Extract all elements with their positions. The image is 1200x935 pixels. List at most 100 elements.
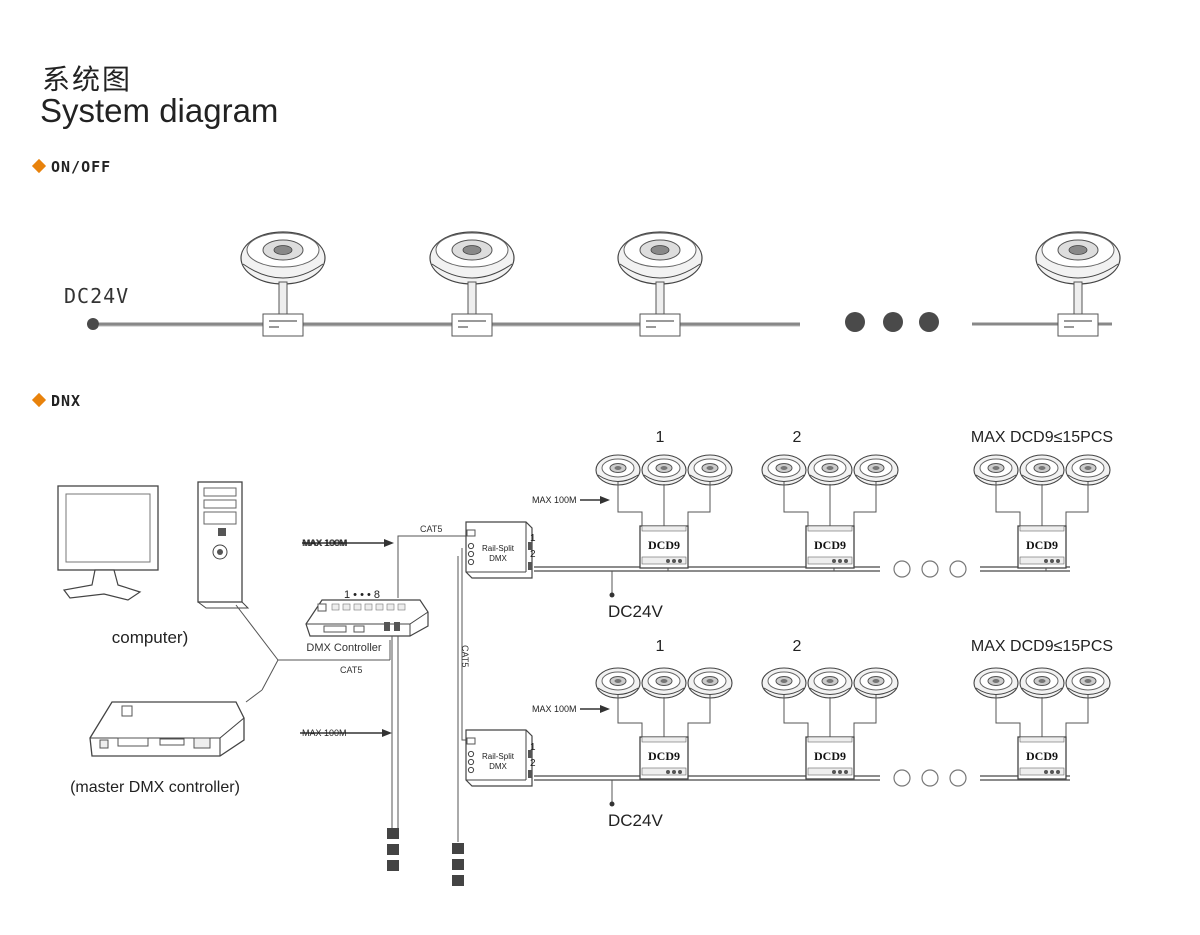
fixture-wire <box>995 482 1021 526</box>
fixture-cable <box>1073 281 1083 315</box>
dc24v-label: DC24V <box>608 811 663 830</box>
small-fixture-body <box>689 687 731 695</box>
cat5-label: CAT5 <box>340 665 362 675</box>
controller-slot <box>159 738 185 746</box>
dmx-fixture <box>807 667 853 699</box>
dcd9-screw <box>838 770 842 774</box>
small-fixture-center <box>1038 679 1046 683</box>
dcd9-label: DCD9 <box>814 538 846 552</box>
dmx-fixture <box>641 454 687 486</box>
max100m-label: MAX 100M <box>302 728 347 738</box>
power-led <box>218 528 226 536</box>
small-fixture-center <box>660 466 668 470</box>
small-fixture-center <box>706 466 714 470</box>
dmx-fixture <box>687 667 733 699</box>
dmx-controller-label: DMX Controller <box>306 642 382 654</box>
dcd9-top-terminal <box>1019 736 1065 743</box>
rail-split-output <box>528 750 532 758</box>
fixture-wire <box>783 695 809 737</box>
fixture-center <box>650 245 670 255</box>
rail-port-2-label: 2 <box>530 758 536 769</box>
dcd9-driver: DCD9 <box>639 736 689 780</box>
dmx-fixture <box>807 454 853 486</box>
dmx-channel-key <box>342 603 351 611</box>
fixture-body <box>619 263 701 279</box>
group-1-label: 1 <box>656 429 665 446</box>
dmx-fixture <box>1065 454 1111 486</box>
dcd9-screw <box>1044 559 1048 563</box>
cable-master-to-controller <box>261 659 279 691</box>
cable-master <box>245 689 263 703</box>
dmx-fixture <box>1065 667 1111 699</box>
rail-split-port <box>467 550 475 558</box>
rail-split-dmx-label: DMX <box>489 554 507 563</box>
extension-module-icon <box>387 860 399 871</box>
dcd9-top-terminal <box>641 736 687 743</box>
dcd9-top-terminal <box>807 736 853 743</box>
continuation-dot-icon <box>919 312 939 332</box>
small-fixture-body <box>809 687 851 695</box>
dmx-fixture <box>595 667 641 699</box>
extension-module-icon <box>452 875 464 886</box>
cable-connector-box <box>451 313 493 337</box>
onoff-power-label: DC24V <box>64 284 130 308</box>
rail-split-dmx-top <box>465 521 533 579</box>
dcd9-driver: DCD9 <box>1017 525 1067 569</box>
small-fixture-body <box>643 474 685 482</box>
max-dcd9-label: MAX DCD9≤15PCS <box>971 429 1113 446</box>
small-fixture-center <box>706 679 714 683</box>
dcd9-top-terminal <box>1019 525 1065 532</box>
small-fixture-body <box>975 474 1017 482</box>
dcd9-bottom-terminal <box>1019 556 1065 565</box>
controller-case <box>89 701 245 757</box>
continuation-dot-icon <box>845 312 865 332</box>
dcd9-screw <box>672 770 676 774</box>
dcd9-label: DCD9 <box>648 749 680 763</box>
small-fixture-body <box>689 474 731 482</box>
dcd9-top-terminal <box>807 525 853 532</box>
continuation-circle-icon <box>949 560 967 578</box>
fixture-center <box>462 245 482 255</box>
dmx-fixture <box>1019 667 1065 699</box>
dmx-channel-key <box>386 603 395 611</box>
dcd9-screw <box>832 559 836 563</box>
dcd9-screw <box>678 559 682 563</box>
max100m-label: MAX 100M <box>532 495 577 505</box>
cable-connector-box <box>1057 313 1099 337</box>
continuation-circle-icon <box>921 769 939 787</box>
dcd9-bottom-terminal <box>807 556 853 565</box>
dmx-channel-key <box>353 603 362 611</box>
dcd9-screw <box>1056 559 1060 563</box>
small-fixture-body <box>1021 687 1063 695</box>
cable-connector-box <box>262 313 304 337</box>
extension-module-icon <box>452 843 464 854</box>
small-fixture-center <box>992 679 1000 683</box>
arrow-head-icon <box>600 496 610 504</box>
master-dmx-controller-icon <box>89 701 245 757</box>
dmx-fixture <box>595 454 641 486</box>
dcd9-label: DCD9 <box>648 538 680 552</box>
onoff-fixture <box>240 231 326 337</box>
dmx-channel-key <box>331 603 340 611</box>
rail-split-port <box>467 558 475 566</box>
max100m-label: MAX 100M <box>302 538 347 548</box>
small-fixture-center <box>1084 466 1092 470</box>
dcd9-screw <box>666 770 670 774</box>
small-fixture-center <box>614 466 622 470</box>
dcd9-driver: DCD9 <box>805 525 855 569</box>
section-onoff-label: ON/OFF <box>51 158 112 176</box>
dmx-ports-label: 1 • • • 8 <box>344 589 380 601</box>
dcd9-screw <box>1050 770 1054 774</box>
group-1-label: 1 <box>656 638 665 655</box>
max100m-label: MAX 100M <box>303 538 348 548</box>
small-fixture-center <box>660 679 668 683</box>
dmx-channel-key <box>397 603 406 611</box>
controller-port <box>193 737 211 749</box>
rail-split-input <box>466 529 476 537</box>
onoff-fixture <box>617 231 703 337</box>
rail-port-1-label: 1 <box>530 533 536 544</box>
dcd9-label: DCD9 <box>814 749 846 763</box>
drive-bay <box>203 499 237 509</box>
rail-split-label: Rail-Split <box>482 752 515 761</box>
dcd9-screw <box>666 559 670 563</box>
